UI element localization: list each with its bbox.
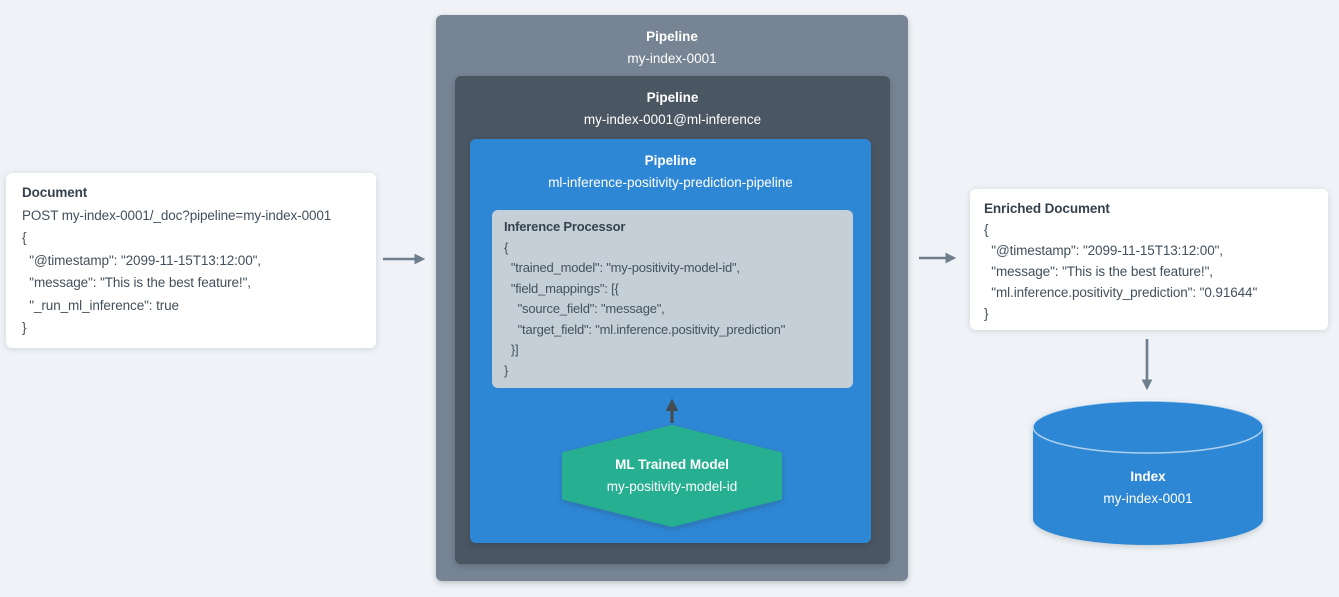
index-label: Index my-index-0001	[1033, 466, 1263, 510]
inference-processor-title: Inference Processor	[504, 219, 626, 234]
enriched-document-code-line: }	[984, 306, 989, 321]
document-code-line: {	[22, 230, 27, 245]
document-code-line: POST my-index-0001/_doc?pipeline=my-inde…	[22, 207, 332, 223]
pipeline-ml-inference-box: Pipeline my-index-0001@ml-inference Pipe…	[455, 76, 890, 564]
document-code-line: "@timestamp": "2099-11-15T13:12:00",	[22, 252, 261, 268]
index-cylinder: Index my-index-0001	[1033, 400, 1263, 546]
pipeline-outer-title: Pipeline	[646, 29, 698, 44]
index-cylinder-shape	[1033, 400, 1263, 545]
pipeline-outer-header: Pipeline my-index-0001	[436, 26, 908, 70]
inference-processor-code-line: "source_field": "message",	[504, 301, 665, 316]
document-card-title: Document	[22, 185, 88, 200]
enriched-document-card-title: Enriched Document	[984, 201, 1110, 216]
inference-processor-code-line: "target_field": "ml.inference.positivity…	[504, 321, 786, 337]
enriched-document-card: Enriched Document { "@timestamp": "2099-…	[970, 189, 1328, 330]
enriched-document-code-line: "message": "This is the best feature!",	[984, 264, 1213, 279]
inference-processor-code-line: "trained_model": "my-positivity-model-id…	[504, 260, 740, 275]
enriched-document-code-line: "@timestamp": "2099-11-15T13:12:00",	[984, 243, 1223, 258]
pipeline-ml-inference-header: Pipeline my-index-0001@ml-inference	[455, 87, 890, 131]
pipeline-outer-box: Pipeline my-index-0001 Pipeline my-index…	[436, 15, 908, 581]
inference-processor-code-line: }	[504, 362, 509, 378]
document-code-line: "message": "This is the best feature!",	[22, 275, 251, 290]
document-code-line: }	[22, 320, 27, 335]
enriched-document-code-line: "ml.inference.positivity_prediction": "0…	[984, 285, 1258, 300]
ml-trained-model-title: ML Trained Model	[615, 457, 729, 472]
ml-trained-model-shape: ML Trained Model my-positivity-model-id	[562, 425, 782, 527]
document-card: Document POST my-index-0001/_doc?pipelin…	[6, 173, 376, 348]
pipeline-inference-header: Pipeline ml-inference-positivity-predict…	[470, 150, 871, 194]
ml-trained-model-hexagon: ML Trained Model my-positivity-model-id	[562, 425, 782, 527]
enriched-document-code-line: {	[984, 222, 989, 237]
inference-processor-card: Inference Processor { "trained_model": "…	[492, 210, 853, 388]
pipeline-inference-name: ml-inference-positivity-prediction-pipel…	[548, 175, 793, 190]
ml-trained-model-name: my-positivity-model-id	[606, 479, 738, 494]
pipeline-ml-inference-name: my-index-0001@ml-inference	[583, 112, 762, 127]
inference-processor-code-line: "field_mappings": [{	[504, 280, 619, 296]
index-title: Index	[1130, 469, 1166, 484]
pipeline-inference-box: Pipeline ml-inference-positivity-predict…	[470, 139, 871, 543]
index-name: my-index-0001	[1103, 491, 1193, 506]
inference-processor-code-line: {	[504, 239, 509, 255]
pipeline-inference-title: Pipeline	[644, 153, 697, 168]
document-code-line: "_run_ml_inference": true	[22, 297, 179, 313]
inference-processor-code-line: }]	[504, 342, 519, 357]
pipeline-ml-inference-title: Pipeline	[646, 90, 699, 105]
pipeline-outer-name: my-index-0001	[627, 51, 717, 66]
